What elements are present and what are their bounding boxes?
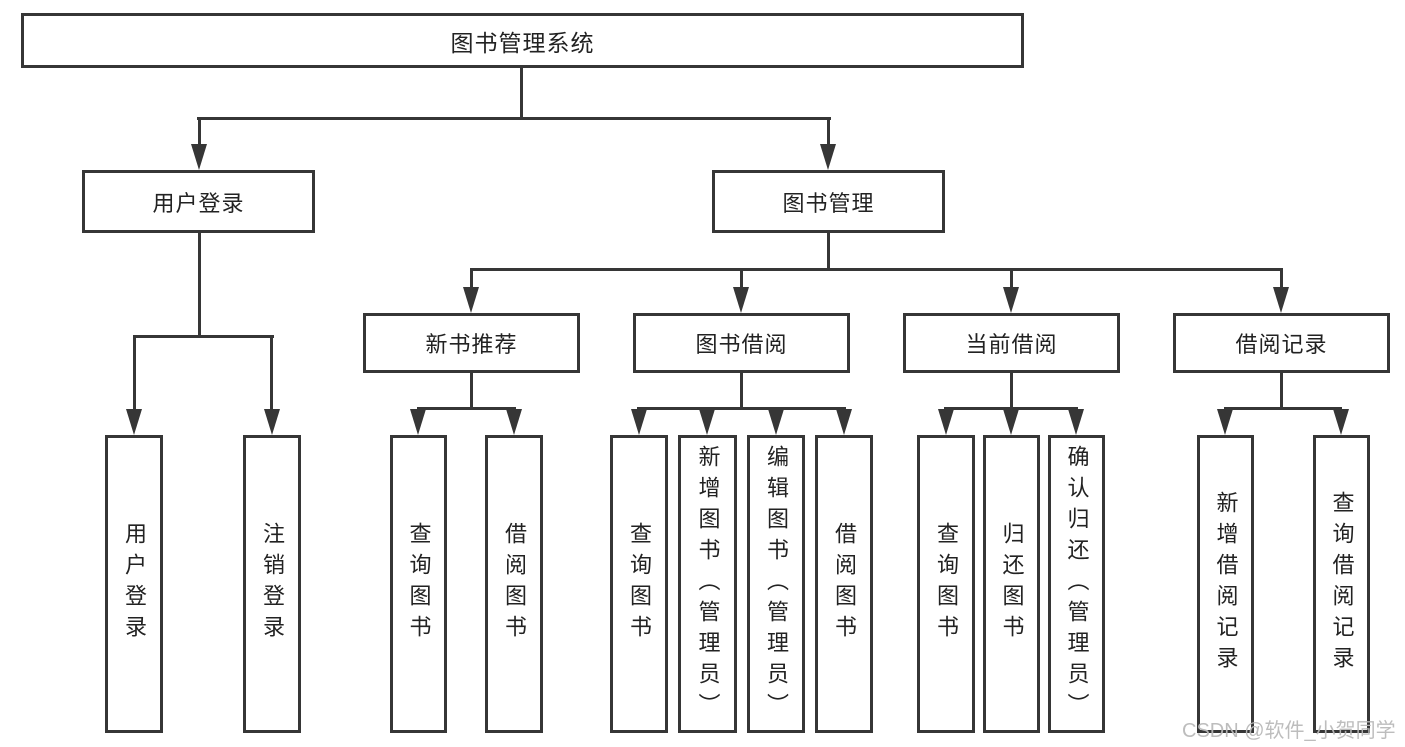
arrow-down-query-borrow-record [1333, 409, 1349, 435]
arrow-down-book-management [820, 144, 836, 170]
arrow-down-query-books-3 [938, 409, 954, 435]
arrow-down-confirm-return [1068, 409, 1084, 435]
connector-book-borrow-drop [740, 268, 743, 290]
leaf-confirm-return-admin: 确认归还（管理员） [1048, 435, 1105, 733]
leaf-add-borrow-record: 新增借阅记录 [1197, 435, 1254, 733]
arrow-down-leaf-login [126, 409, 142, 435]
connector-user-login-drop [198, 117, 201, 145]
connector-new-book-drop [470, 268, 473, 290]
arrow-down-query-books-2 [631, 409, 647, 435]
leaf-user-login: 用户登录 [105, 435, 163, 733]
csdn-watermark: CSDN @软件_小贺同学 [1182, 720, 1396, 742]
leaf-query-borrow-record: 查询借阅记录 [1313, 435, 1370, 733]
arrow-down-borrow-books-2 [836, 409, 852, 435]
connector-borrow-records-stem [1280, 373, 1283, 407]
connector-new-book-stem [470, 373, 473, 407]
connector-level3-bar [470, 268, 1283, 271]
node-current-borrow: 当前借阅 [903, 313, 1120, 373]
connector-leaf-logout-drop [270, 335, 273, 410]
arrow-down-borrow-books-1 [506, 409, 522, 435]
arrow-down-edit-book [768, 409, 784, 435]
connector-borrow-records-drop [1280, 268, 1283, 290]
leaf-query-books-3: 查询图书 [917, 435, 975, 733]
connector-book-borrow-bar [637, 407, 846, 410]
arrow-down-new-book [463, 287, 479, 313]
connector-level2-bar [197, 117, 831, 120]
leaf-borrow-books-2: 借阅图书 [815, 435, 873, 733]
node-user-login: 用户登录 [82, 170, 315, 233]
node-book-management: 图书管理 [712, 170, 945, 233]
connector-user-login-bar [133, 335, 274, 338]
node-new-book-recommend: 新书推荐 [363, 313, 580, 373]
arrow-down-leaf-logout [264, 409, 280, 435]
leaf-edit-book-admin: 编辑图书（管理员） [747, 435, 805, 733]
leaf-query-books-1: 查询图书 [390, 435, 447, 733]
leaf-logout: 注销登录 [243, 435, 301, 733]
arrow-down-return-book [1003, 409, 1019, 435]
arrow-down-add-borrow-record [1217, 409, 1233, 435]
connector-current-borrow-stem [1010, 373, 1013, 407]
leaf-return-book: 归还图书 [983, 435, 1040, 733]
arrow-down-borrow-records [1273, 287, 1289, 313]
connector-new-book-bar [417, 407, 516, 410]
connector-root-stem [520, 68, 523, 117]
connector-borrow-records-bar [1224, 407, 1342, 410]
leaf-add-book-admin: 新增图书（管理员） [678, 435, 737, 733]
node-borrow-records: 借阅记录 [1173, 313, 1390, 373]
connector-current-borrow-drop [1010, 268, 1013, 290]
connector-book-management-drop [827, 117, 830, 145]
arrow-down-query-books-1 [410, 409, 426, 435]
leaf-query-books-2: 查询图书 [610, 435, 668, 733]
leaf-borrow-books-1: 借阅图书 [485, 435, 543, 733]
connector-leaf-login-drop [133, 335, 136, 410]
arrow-down-current-borrow [1003, 287, 1019, 313]
connector-user-login-stem [198, 233, 201, 335]
connector-book-borrow-stem [740, 373, 743, 407]
node-book-borrow: 图书借阅 [633, 313, 850, 373]
node-library-management-system: 图书管理系统 [21, 13, 1024, 68]
arrow-down-user-login [191, 144, 207, 170]
connector-current-borrow-bar [944, 407, 1078, 410]
connector-book-management-stem [827, 233, 830, 268]
arrow-down-book-borrow [733, 287, 749, 313]
arrow-down-add-book [699, 409, 715, 435]
